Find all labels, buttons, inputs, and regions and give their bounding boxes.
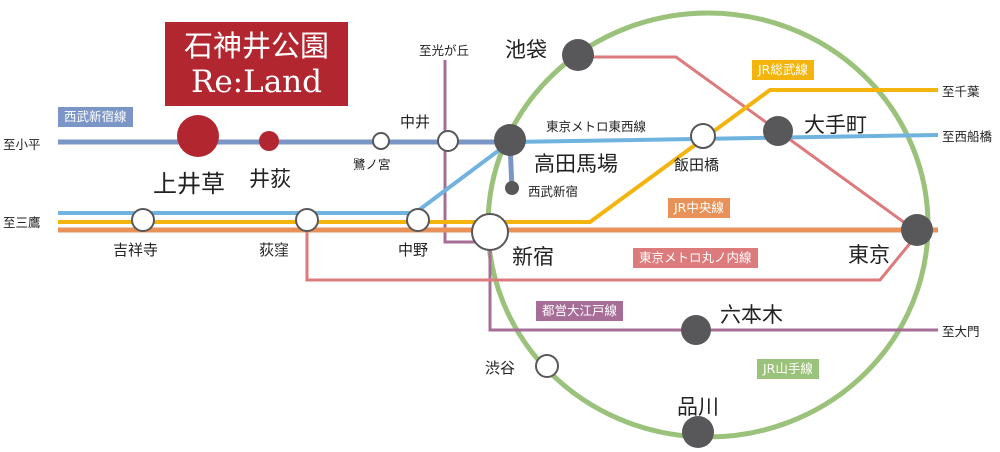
label-otemachi: 大手町 <box>804 113 867 137</box>
station-roppongi[interactable] <box>681 315 711 345</box>
dest-nishifunabashi: 至西船橋 <box>942 129 993 144</box>
station-iogi[interactable] <box>259 131 279 151</box>
station-tokyo[interactable] <box>901 214 933 246</box>
label-ogikubo: 荻窪 <box>259 241 290 259</box>
label-saginomiya: 鷺ノ宮 <box>353 157 391 172</box>
label-shibuya: 渋谷 <box>485 359 516 377</box>
label-nakai: 中井 <box>400 113 431 131</box>
station-shinjuku[interactable] <box>471 213 509 251</box>
station-ikebukuro[interactable] <box>562 39 594 71</box>
label-kamiigusa: 上井草 <box>153 170 225 198</box>
station-saginomiya[interactable] <box>372 132 390 150</box>
station-kichijoji[interactable] <box>131 208 155 232</box>
label-iogi: 井荻 <box>249 167 291 191</box>
dest-mitaka: 至三鷹 <box>3 215 41 230</box>
label-tokyo: 東京 <box>848 243 890 267</box>
station-kamiigusa[interactable] <box>177 115 219 157</box>
station-shinagawa[interactable] <box>682 416 714 448</box>
station-otemachi[interactable] <box>763 116 793 146</box>
label-iidabashi: 飯田橋 <box>674 156 720 174</box>
marunouchi-line <box>305 221 918 282</box>
label-takadanobaba: 高田馬場 <box>534 152 618 176</box>
label-shinagawa: 品川 <box>677 395 719 419</box>
brand-line1: 石神井公園 <box>183 29 329 63</box>
brand-line2: Re:Land <box>190 64 322 100</box>
label-ikebukuro: 池袋 <box>505 38 547 62</box>
tag-chuo: JR中央線 <box>668 198 730 218</box>
tag-oedo: 都営大江戸線 <box>536 301 624 321</box>
label-roppongi: 六本木 <box>720 303 783 327</box>
tag-marunouchi: 東京メトロ丸ノ内線 <box>633 248 758 268</box>
label-nakano: 中野 <box>398 241 429 259</box>
marunouchi-line-2 <box>576 55 917 233</box>
tag-yamanote: JR山手線 <box>757 359 819 379</box>
tag-seibu-shinjuku: 西武新宿線 <box>58 107 133 127</box>
dest-daimon: 至大門 <box>942 324 980 339</box>
brand-logo: 石神井公園 Re:Land <box>165 22 348 106</box>
label-seibu-shinjuku: 西武新宿 <box>528 184 579 199</box>
station-ogikubo[interactable] <box>295 208 319 232</box>
tag-tozai: 東京メトロ東西線 <box>546 119 647 134</box>
station-takadanobaba[interactable] <box>494 124 526 156</box>
tag-sobu: JR総武線 <box>752 60 814 80</box>
tozai-line <box>58 133 939 215</box>
station-seibu-shinjuku[interactable] <box>505 181 519 195</box>
dest-chiba: 至千葉 <box>942 84 980 99</box>
station-nakai[interactable] <box>437 130 459 152</box>
label-shinjuku: 新宿 <box>512 245 554 269</box>
station-shibuya[interactable] <box>535 354 559 378</box>
station-iidabashi[interactable] <box>690 123 716 149</box>
dest-hikarigaoka: 至光が丘 <box>419 43 470 58</box>
dest-kodaira: 至小平 <box>3 137 41 152</box>
sobu-line <box>58 88 938 224</box>
station-nakano[interactable] <box>406 208 430 232</box>
label-kichijoji: 吉祥寺 <box>113 241 159 259</box>
